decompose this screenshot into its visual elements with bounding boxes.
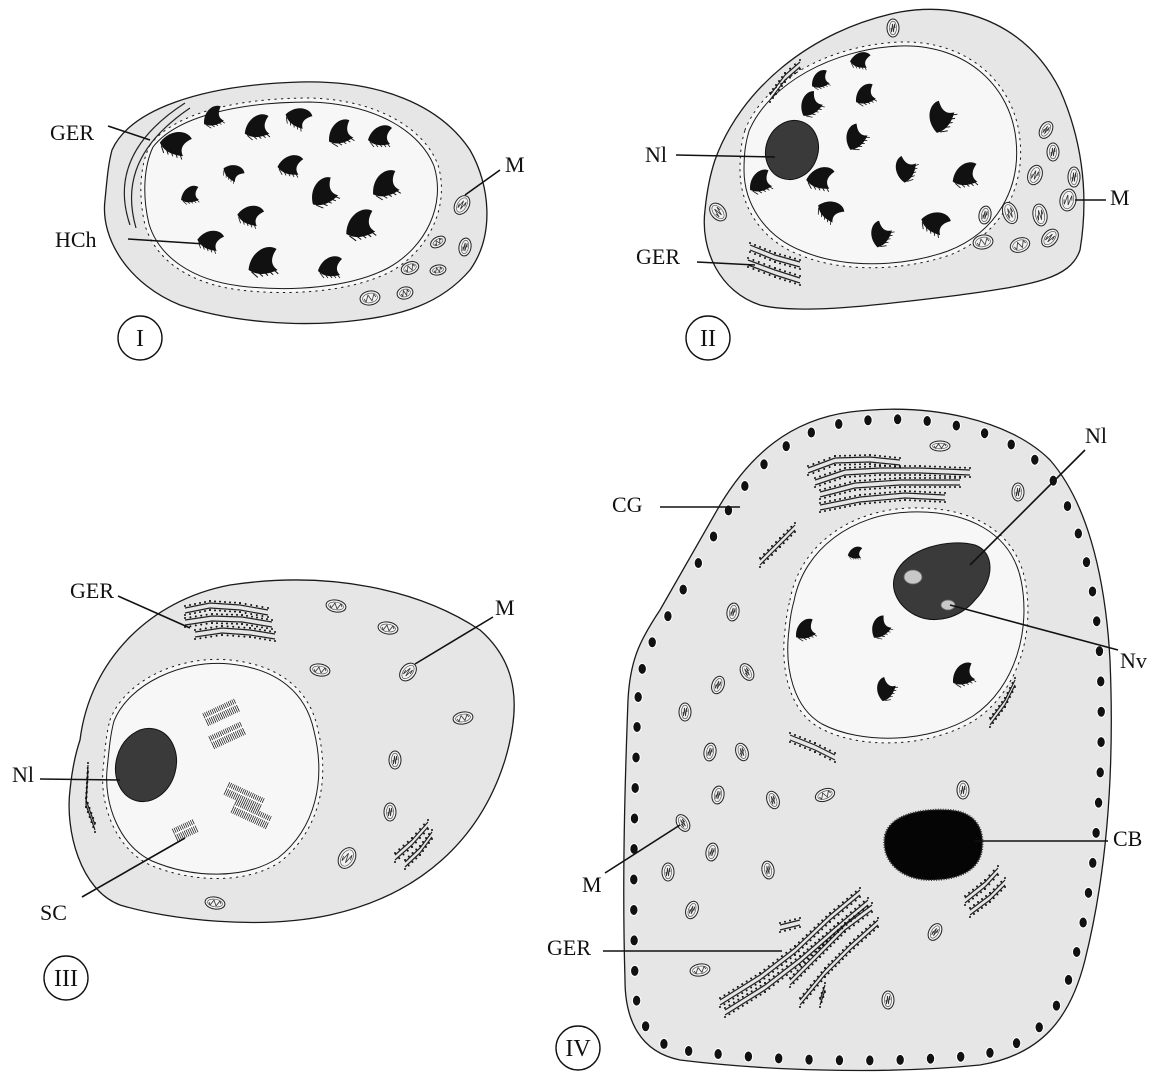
cortical-granule	[805, 1054, 813, 1065]
stage-2-m-label: M	[1110, 185, 1130, 210]
mitochondrion	[384, 803, 396, 821]
cortical-granule	[866, 1055, 874, 1066]
stage-4-cell	[624, 409, 1112, 1070]
cortical-granule	[923, 416, 931, 427]
mitochondrion	[930, 441, 950, 451]
cortical-granule	[1079, 917, 1087, 928]
stage-2-nl-label: Nl	[645, 142, 667, 167]
cortical-granule	[709, 531, 717, 542]
stage-3-sc-label: SC	[40, 900, 67, 925]
stage-3-m-label: M	[495, 595, 515, 620]
cortical-granule	[1084, 887, 1092, 898]
cortical-granule	[664, 611, 672, 622]
cortical-granule	[952, 420, 960, 431]
mitochondrion	[957, 781, 969, 799]
stage-4-cg-label: CG	[612, 492, 643, 517]
cortical-granule	[744, 1051, 752, 1062]
mitochondrion	[1068, 167, 1080, 187]
cortical-granule	[760, 459, 768, 470]
mitochondrion	[1047, 143, 1059, 161]
mitochondrion	[887, 19, 899, 37]
cortical-granule	[1089, 857, 1097, 868]
cortical-granule	[1095, 646, 1103, 657]
cortical-granule	[1007, 439, 1015, 450]
cortical-granule	[782, 441, 790, 452]
cortical-granule	[1074, 528, 1082, 539]
cortical-granule	[807, 427, 815, 438]
cortical-granule	[630, 813, 638, 824]
mitochondrion	[1012, 483, 1024, 501]
stage-1-numeral: I	[136, 326, 144, 352]
cortical-granule	[630, 935, 638, 946]
cortical-granule	[660, 1038, 668, 1049]
cortical-granule	[980, 428, 988, 439]
cortical-granule	[633, 721, 641, 732]
stage-1-cell	[104, 82, 486, 324]
mitochondrion	[679, 703, 691, 721]
cortical-granule	[679, 584, 687, 595]
cortical-granule	[835, 419, 843, 430]
stage-4-ger-label: GER	[547, 935, 591, 960]
mitochondrion	[662, 863, 674, 881]
cortical-granule	[741, 481, 749, 492]
cortical-granule	[684, 1046, 692, 1057]
cortical-granule	[957, 1051, 965, 1062]
cortical-granule	[835, 1055, 843, 1066]
cortical-granule	[632, 995, 640, 1006]
cortical-granule	[630, 904, 638, 915]
stage-4-nucleolar-vacuole	[904, 570, 922, 584]
cortical-granule	[631, 965, 639, 976]
stage-4-numeral: IV	[565, 1036, 591, 1062]
cortical-granule	[1097, 737, 1105, 748]
cortical-granule	[714, 1049, 722, 1060]
cortical-granule	[630, 874, 638, 885]
stage-4-m-label: M	[582, 872, 602, 897]
cortical-granule	[1063, 501, 1071, 512]
cortical-granule	[1031, 454, 1039, 465]
cortical-granule	[694, 558, 702, 569]
stage-2-ger-label: GER	[636, 244, 680, 269]
cortical-granule	[638, 663, 646, 674]
cortical-granule	[893, 414, 901, 425]
stage-3-nl-label: Nl	[12, 762, 34, 787]
cortical-granule	[632, 752, 640, 763]
cortical-granule	[926, 1053, 934, 1064]
cortical-granule	[864, 415, 872, 426]
cortical-granule	[1096, 767, 1104, 778]
cortical-granule	[634, 692, 642, 703]
cortical-granule	[1064, 974, 1072, 985]
cortical-granule	[1094, 797, 1102, 808]
mitochondrion	[389, 751, 401, 769]
stage-4-chromatoid-body	[884, 810, 982, 880]
stage-2-cell	[704, 9, 1084, 309]
cortical-granule	[641, 1021, 649, 1032]
stage-3-numeral: III	[54, 966, 78, 992]
stage-4-nl-label: Nl	[1085, 423, 1107, 448]
cortical-granule	[1097, 706, 1105, 717]
cortical-granule	[1052, 1000, 1060, 1011]
cortical-granule	[1072, 946, 1080, 957]
cortical-granule	[1088, 586, 1096, 597]
cortical-granule	[631, 782, 639, 793]
cortical-granule	[1097, 676, 1105, 687]
cortical-granule	[1035, 1022, 1043, 1033]
stage-1-hch-label: HCh	[55, 227, 97, 252]
mitochondrion	[882, 991, 894, 1009]
stage-1-ger-label: GER	[50, 120, 94, 145]
stage-4-nv-label: Nv	[1120, 648, 1147, 673]
stage-4-cb-label: CB	[1113, 826, 1142, 851]
cortical-granule	[1082, 557, 1090, 568]
stage-3-cell	[69, 580, 514, 922]
cortical-granule	[648, 637, 656, 648]
stage-3-ger-label: GER	[70, 578, 114, 603]
stage-1-m-label: M	[505, 152, 525, 177]
cortical-granule	[775, 1053, 783, 1064]
cortical-granule	[1092, 827, 1100, 838]
cortical-granule	[1093, 616, 1101, 627]
cortical-granule	[1012, 1038, 1020, 1049]
stage-2-numeral: II	[700, 326, 716, 352]
cortical-granule	[896, 1054, 904, 1065]
cortical-granule	[986, 1047, 994, 1058]
